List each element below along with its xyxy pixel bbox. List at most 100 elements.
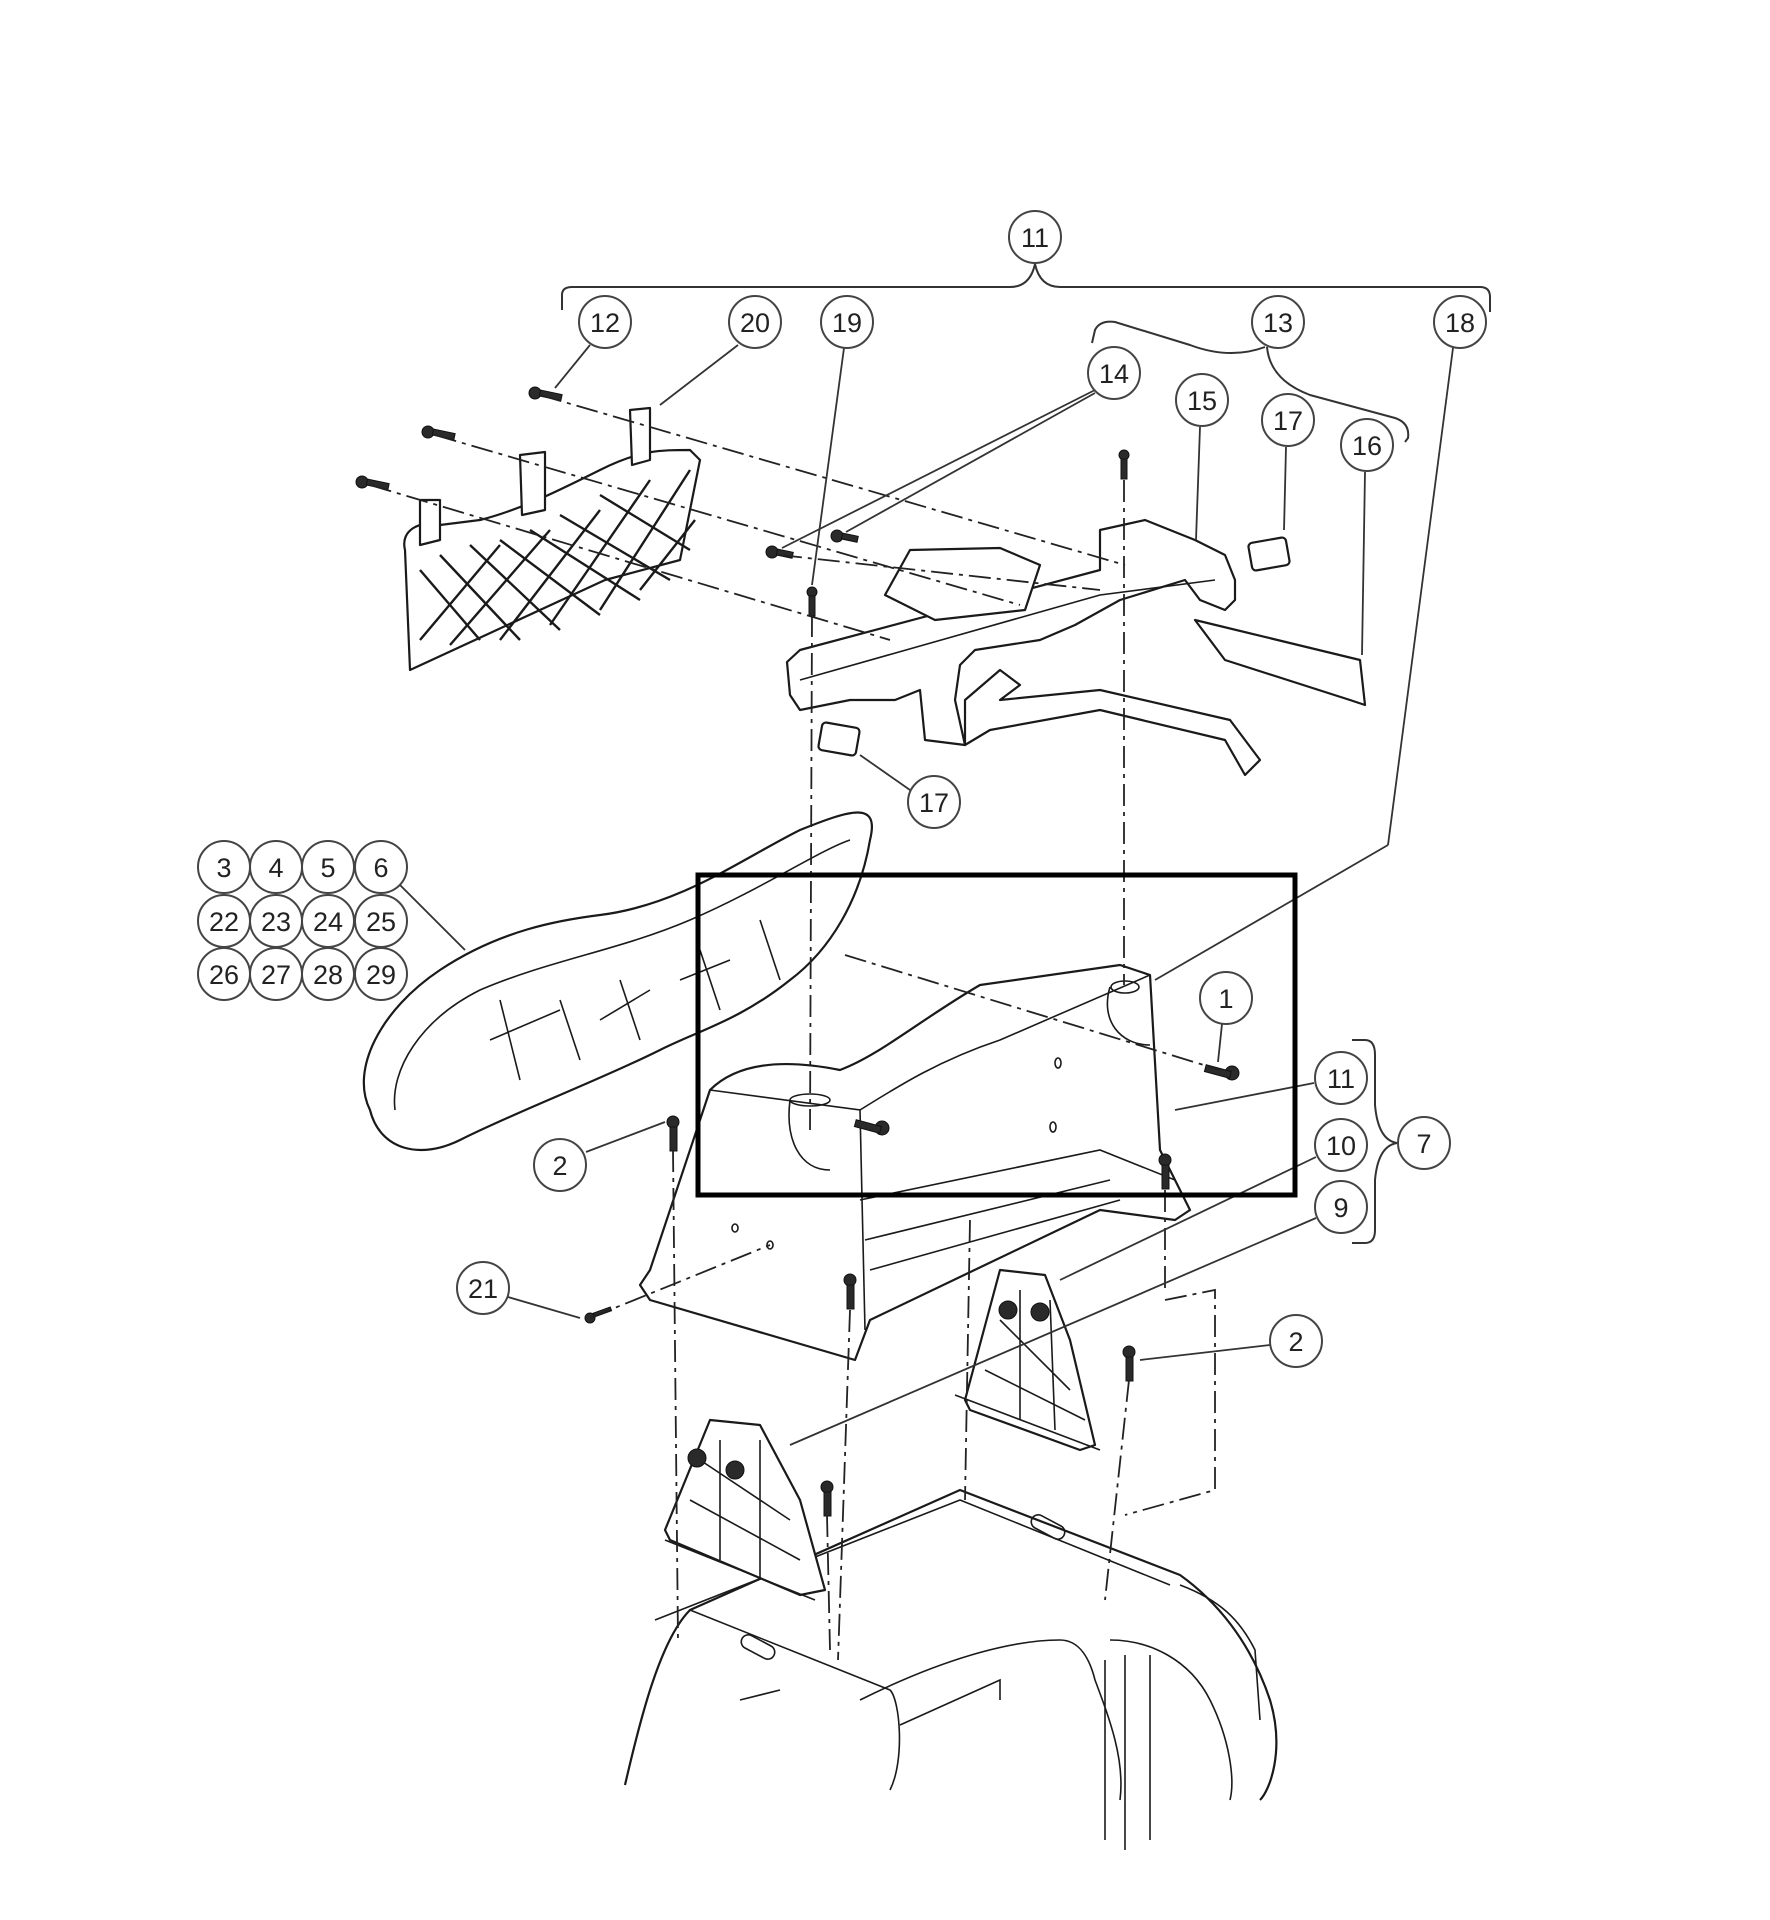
callout-number: 24	[313, 907, 343, 937]
callout-circle	[1314, 1180, 1368, 1234]
callout-number: 28	[313, 960, 343, 990]
callout-c26: 26	[197, 947, 251, 1001]
callout-c12: 12	[578, 295, 632, 349]
callout-number: 18	[1445, 308, 1475, 338]
callout-c7: 7	[1397, 1116, 1451, 1170]
callout-c17-bottom: 17	[907, 775, 961, 829]
highlight-box	[695, 872, 1298, 1198]
callout-c23: 23	[249, 894, 303, 948]
callout-number: 21	[468, 1274, 498, 1304]
callout-c13: 13	[1251, 295, 1305, 349]
callout-c6: 6	[354, 840, 408, 894]
callout-number: 23	[261, 907, 291, 937]
callout-circle	[820, 295, 874, 349]
screw-2-base	[843, 1273, 857, 1310]
callout-number: 10	[1326, 1131, 1356, 1161]
callout-circle	[1199, 971, 1253, 1025]
callout-number: 12	[590, 308, 620, 338]
clip-17-upper	[1247, 536, 1291, 572]
leader-lines	[399, 344, 1454, 1446]
callout-circle	[1269, 1314, 1323, 1368]
callout-number: 4	[268, 853, 283, 883]
callout-number: 1	[1218, 984, 1233, 1014]
callout-number: 27	[261, 960, 291, 990]
callout-c2-left: 2	[533, 1138, 587, 1192]
callout-c20: 20	[728, 295, 782, 349]
callout-c11-right: 11	[1314, 1051, 1368, 1105]
screw-12-c	[355, 475, 390, 491]
callout-c21: 21	[456, 1261, 510, 1315]
screw-12-b	[421, 425, 456, 441]
callout-c24: 24	[301, 894, 355, 948]
callout-c17-top: 17	[1261, 393, 1315, 447]
screw-2-right	[1122, 1345, 1136, 1382]
screw-15	[1118, 449, 1130, 480]
callout-c15: 15	[1175, 373, 1229, 427]
hinge-bracket-right	[954, 1268, 1101, 1452]
callout-c14: 14	[1087, 346, 1141, 400]
callout-number: 11	[1327, 1064, 1355, 1094]
callout-circle	[1433, 295, 1487, 349]
screw-1-left	[853, 1119, 890, 1136]
screw-14-b	[830, 529, 859, 543]
callout-circle	[1251, 295, 1305, 349]
callout-number: 2	[1288, 1327, 1303, 1357]
callout-c4: 4	[249, 840, 303, 894]
callout-circle	[907, 775, 961, 829]
callout-c2-right: 2	[1269, 1314, 1323, 1368]
callout-circle	[1397, 1116, 1451, 1170]
screw-2-mid	[1158, 1153, 1172, 1190]
callout-number: 26	[209, 960, 239, 990]
callout-number: 5	[320, 853, 335, 883]
callout-number: 19	[832, 308, 862, 338]
callout-number: 7	[1416, 1129, 1431, 1159]
mesh-basket	[403, 406, 702, 672]
callout-c22: 22	[197, 894, 251, 948]
callout-circle	[1314, 1051, 1368, 1105]
callout-c5: 5	[301, 840, 355, 894]
callout-circle	[728, 295, 782, 349]
callout-circle	[1261, 393, 1315, 447]
callout-number: 3	[216, 853, 231, 883]
assembly-lines	[369, 394, 1221, 1661]
callout-number: 14	[1099, 359, 1129, 389]
callout-number: 22	[209, 907, 239, 937]
callout-number: 20	[740, 308, 770, 338]
screw-2-left	[666, 1115, 680, 1152]
callout-number: 2	[552, 1151, 567, 1181]
callout-circle	[1340, 418, 1394, 472]
callout-c3: 3	[197, 840, 251, 894]
seat-support-base	[638, 963, 1192, 1362]
upper-frame	[785, 518, 1367, 777]
clip-17-lower	[817, 721, 861, 757]
callout-number: 11	[1021, 223, 1049, 253]
callout-c25: 25	[354, 894, 408, 948]
callout-number: 17	[1273, 406, 1303, 436]
callout-number: 25	[366, 907, 396, 937]
screw-19	[806, 586, 818, 617]
callout-number: 17	[919, 788, 949, 818]
callout-circle	[1314, 1118, 1368, 1172]
hinge-bracket-left	[663, 1418, 827, 1601]
callout-c10: 10	[1314, 1118, 1368, 1172]
callout-c11-top: 11	[1008, 210, 1062, 264]
callout-number: 16	[1352, 431, 1382, 461]
callout-c27: 27	[249, 947, 303, 1001]
screws	[355, 386, 1240, 1517]
callout-c16: 16	[1340, 418, 1394, 472]
callout-circle	[1008, 210, 1062, 264]
callout-c29: 29	[354, 947, 408, 1001]
callout-c19: 19	[820, 295, 874, 349]
callout-circle	[533, 1138, 587, 1192]
screw-12-a	[528, 386, 563, 402]
callout-circle	[1087, 346, 1141, 400]
callout-circle	[578, 295, 632, 349]
callout-c28: 28	[301, 947, 355, 1001]
callout-circle	[354, 947, 408, 1001]
callout-c1: 1	[1199, 971, 1253, 1025]
callout-number: 29	[366, 960, 396, 990]
callout-number: 13	[1263, 308, 1293, 338]
callout-number: 9	[1333, 1193, 1348, 1223]
